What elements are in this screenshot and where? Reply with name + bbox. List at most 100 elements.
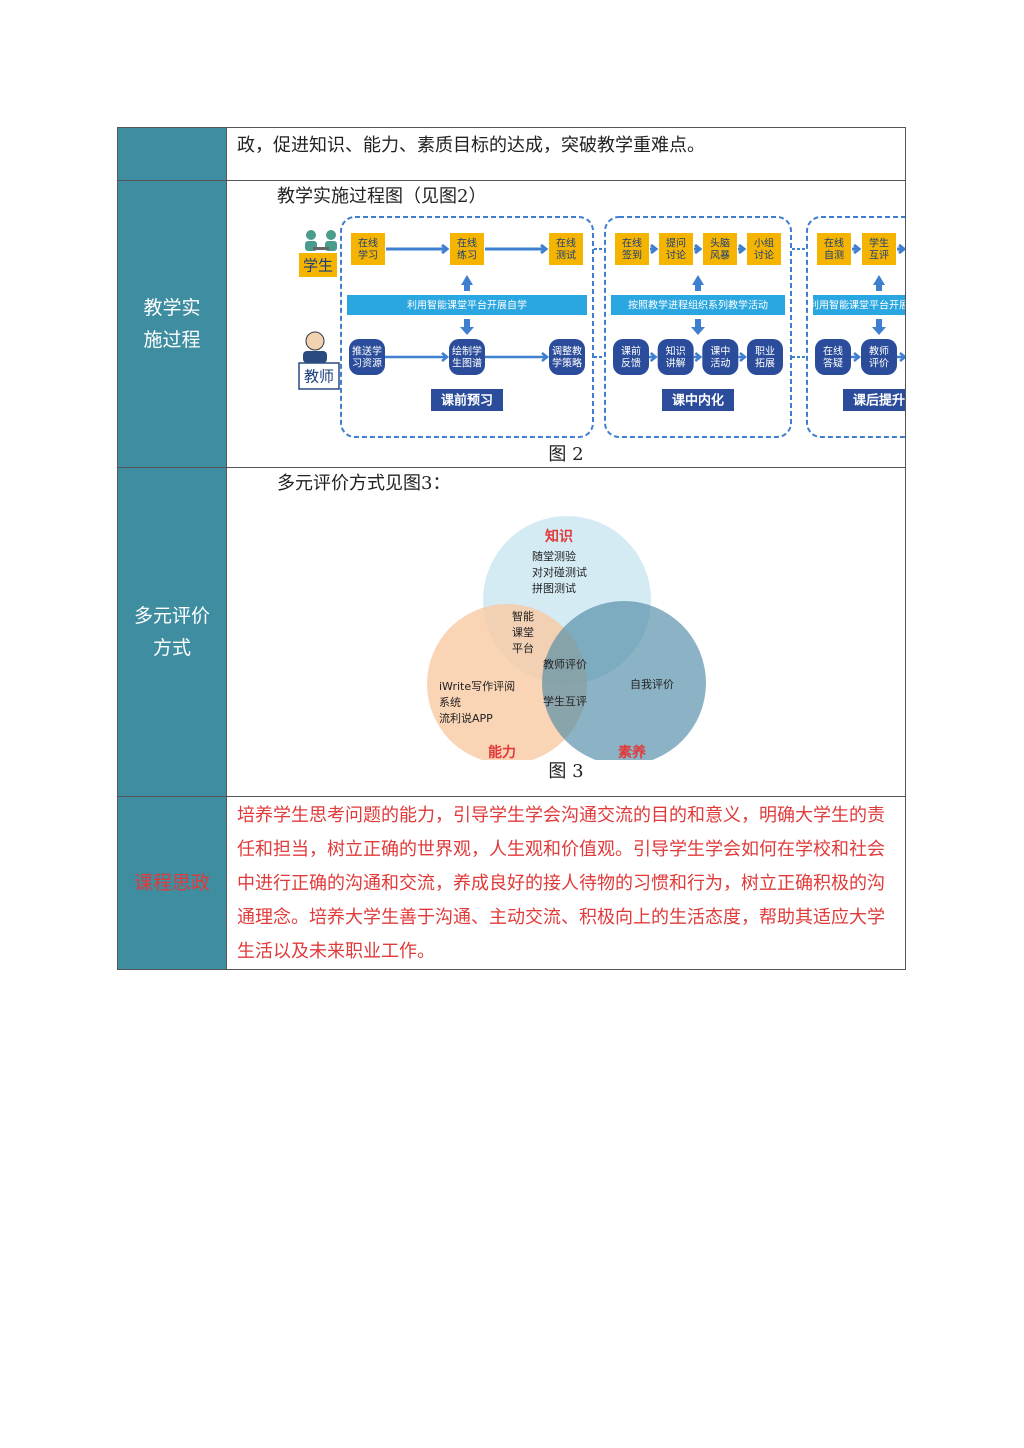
flow-arrow: [693, 352, 703, 362]
teacher-step-label: 推送学习资源: [352, 345, 382, 370]
overlap-knowledge-ability: 平台: [512, 641, 534, 655]
stage-border: [340, 216, 594, 438]
student-step-label: 在线自测: [824, 237, 844, 262]
teacher-step-label: 知识讲解: [666, 345, 686, 370]
student-step-label: 在线签到: [622, 237, 642, 262]
overlap-knowledge-ability: 课堂: [512, 626, 534, 639]
flow-arrow: [851, 352, 862, 362]
teacher-step-label: 教师评价: [869, 345, 889, 370]
ability-item: iWrite写作评阅: [439, 680, 515, 693]
teaching-flow-diagram: 学生教师在线学习在线练习在线测试利用智能课堂平台开展自学推送学习资源绘制学生图谱…: [298, 216, 905, 438]
knowledge-item: 随堂测验: [532, 549, 576, 563]
label-text: 多元评价方式: [133, 605, 210, 659]
literacy-circle: [542, 601, 706, 760]
flow-arrow: [738, 243, 747, 255]
student-step-label: 学生互评: [869, 237, 889, 262]
up-arrow: [692, 275, 704, 291]
flow-arrow: [738, 352, 748, 362]
stage-banner: [813, 295, 905, 315]
teacher-step: [657, 339, 694, 375]
figure2-caption: 图 2: [548, 444, 584, 465]
flow-arrow: [852, 243, 862, 255]
teacher-step: [349, 339, 385, 375]
teacher-label: 教师: [304, 367, 334, 385]
overlap-knowledge-ability: 智能: [512, 609, 534, 623]
literacy-title: 素养: [618, 744, 647, 760]
flow-arrow: [485, 352, 550, 362]
teacher-step-label: 绘制学生图谱: [452, 345, 482, 370]
table-row: 课程思政 培养学生思考问题的能力，引导学生学会沟通交流的目的和意义，明确大学生的…: [117, 796, 906, 970]
ability-item: 系统: [439, 696, 461, 709]
knowledge-title: 知识: [545, 528, 573, 545]
student-step: [450, 233, 484, 265]
down-arrow: [460, 319, 474, 335]
stage-banner-label: 利用智能课堂平台开展自学: [407, 299, 527, 312]
row-label-teaching-process: 教学实施过程: [117, 180, 227, 468]
ability-title: 能力: [488, 744, 516, 760]
stage-border: [604, 216, 792, 438]
teacher-icon: [303, 331, 327, 363]
student-step-label: 在线测试: [556, 237, 576, 262]
stage-name-bg: [843, 389, 905, 411]
teaching-process-cell: 教学实施过程图（见图2） 学生教师在线学习在线练习在线测试利用智能课堂平台开展自…: [226, 180, 906, 468]
stage-banner-label: 利用智能课堂平台开展自测复习: [809, 299, 905, 312]
teacher-step: [613, 339, 649, 375]
student-step: [817, 233, 851, 265]
label-text: 教学实施过程: [143, 297, 201, 351]
flow-stage: 在线自测学生互评课外实践利用智能课堂平台开展自测复习在线答疑教师评价职业指导课后…: [806, 216, 905, 438]
table-row: 教学实施过程 教学实施过程图（见图2） 学生教师在线学习在线练习在线测试利用智能…: [117, 180, 906, 468]
stage-banner-label: 按照教学进程组织系列教学活动: [628, 299, 768, 312]
content-table: 政，促进知识、能力、素质目标的达成，突破教学重难点。 教学实施过程 教学实施过程…: [117, 127, 906, 970]
ideology-text: 培养学生思考问题的能力，引导学生学会沟通交流的目的和意义，明确大学生的责任和担当…: [237, 805, 885, 962]
student-step: [615, 233, 649, 265]
flow-arrow: [385, 352, 450, 362]
figure2-intro: 教学实施过程图（见图2）: [277, 186, 487, 207]
student-step-label: 在线学习: [358, 237, 378, 262]
student-step: [862, 233, 896, 265]
flow-arrow: [649, 352, 658, 362]
teacher-step: [747, 339, 783, 375]
ability-item: 流利说APP: [439, 711, 493, 725]
student-step: [747, 233, 781, 265]
stage-name-bg: [431, 389, 503, 411]
table-row: 多元评价方式 多元评价方式见图3： 知识随堂测验对对碰测试拼图测试智能课堂平台教…: [117, 467, 906, 797]
flow-arrow: [897, 352, 905, 362]
up-arrow: [461, 275, 473, 291]
overlap-center: 教师评价: [543, 658, 587, 671]
evaluation-venn-diagram: 知识随堂测验对对碰测试拼图测试智能课堂平台教师评价学生互评iWrite写作评阅系…: [427, 516, 706, 760]
student-step-label: 在线练习: [457, 237, 477, 262]
literacy-item: 自我评价: [630, 678, 674, 691]
teacher-step: [861, 339, 897, 375]
stage-name: 课中内化: [672, 393, 724, 409]
row1-text: 政，促进知识、能力、素质目标的达成，突破教学重难点。: [226, 127, 906, 181]
student-step: [549, 233, 583, 265]
flow-arrow: [386, 243, 450, 255]
student-step-label: 头脑风暴: [710, 237, 730, 262]
flow-arrow: [694, 243, 703, 255]
student-icon: [305, 230, 337, 251]
evaluation-cell: 多元评价方式见图3： 知识随堂测验对对碰测试拼图测试智能课堂平台教师评价学生互评…: [226, 467, 906, 797]
teacher-label-bg: [298, 362, 340, 390]
teacher-step-label: 课中活动: [710, 345, 730, 370]
flow-stage: 在线学习在线练习在线测试利用智能课堂平台开展自学推送学习资源绘制学生图谱调整教学…: [340, 216, 594, 438]
flow-arrow: [485, 243, 549, 255]
student-step: [703, 233, 737, 265]
teacher-step: [449, 339, 485, 375]
stage-banner: [347, 295, 587, 315]
teacher-step: [702, 339, 739, 375]
teacher-step-label: 职业拓展: [755, 346, 775, 370]
stage-name: 课前预习: [441, 393, 493, 409]
row-label-ideology: 课程思政: [117, 796, 227, 970]
figure3-caption: 图 3: [548, 761, 584, 782]
up-arrow: [873, 275, 885, 291]
row-label-evaluation: 多元评价方式: [117, 467, 227, 797]
down-arrow: [872, 319, 886, 335]
figure3-intro: 多元评价方式见图3：: [277, 473, 451, 494]
student-step: [351, 233, 385, 265]
flow-arrow: [650, 243, 659, 255]
stage-name: 课后提升: [853, 393, 905, 409]
ideology-cell: 培养学生思考问题的能力，引导学生学会沟通交流的目的和意义，明确大学生的责任和担当…: [226, 796, 906, 970]
overlap-ability-literacy: 学生互评: [543, 694, 587, 708]
knowledge-item: 对对碰测试: [532, 565, 587, 579]
teacher-step: [815, 339, 851, 375]
